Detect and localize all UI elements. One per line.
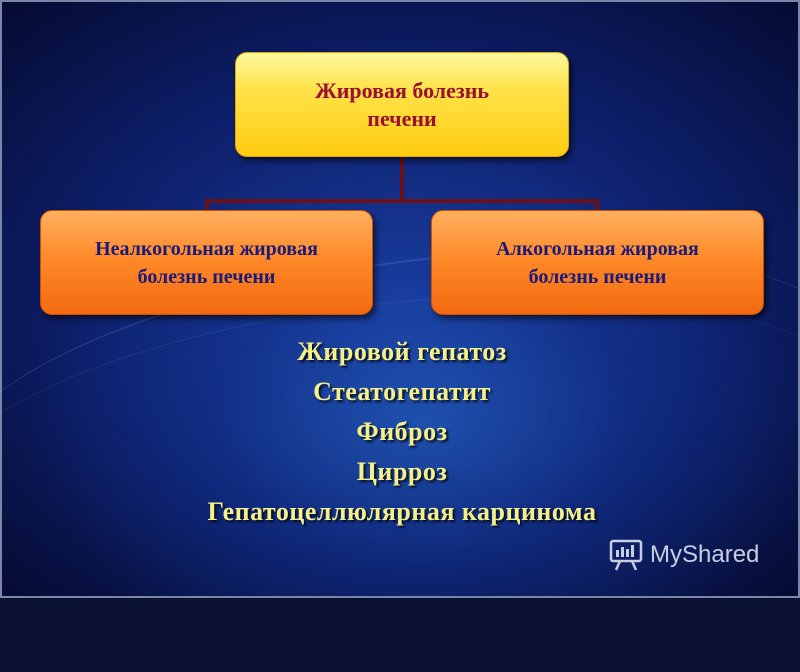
stage-item: Фиброз xyxy=(356,417,448,446)
disease-stages-list: Жировой гепатоз Стеатогепатит Фиброз Цир… xyxy=(2,332,800,532)
child-node-nonalcoholic: Неалкогольная жировая болезнь печени xyxy=(40,210,373,315)
stage-item: Цирроз xyxy=(356,457,448,486)
root-node-fatty-liver-disease: Жировая болезнь печени xyxy=(235,52,569,157)
presentation-board-icon xyxy=(609,539,643,571)
connector-vertical-right xyxy=(595,199,599,211)
connector-vertical-left xyxy=(205,199,209,211)
stage-item: Стеатогепатит xyxy=(313,377,491,406)
child-node-left-label-line2: болезнь печени xyxy=(137,265,276,288)
root-node-label-line2: печени xyxy=(367,105,437,131)
watermark: MyShared xyxy=(608,535,759,575)
stage-item: Гепатоцеллюлярная карцинома xyxy=(207,497,597,526)
connector-horizontal xyxy=(205,199,599,203)
child-node-right-label-line1: Алкогольная жировая xyxy=(496,237,699,260)
child-node-alcoholic: Алкогольная жировая болезнь печени xyxy=(431,210,764,315)
root-node-label-line1: Жировая болезнь xyxy=(314,77,490,103)
connector-vertical-root xyxy=(400,157,404,201)
child-node-left-label-line1: Неалкогольная жировая xyxy=(95,237,318,260)
child-node-right-label-line2: болезнь печени xyxy=(528,265,667,288)
watermark-text: MyShared xyxy=(650,541,760,568)
stage-item: Жировой гепатоз xyxy=(297,337,507,366)
